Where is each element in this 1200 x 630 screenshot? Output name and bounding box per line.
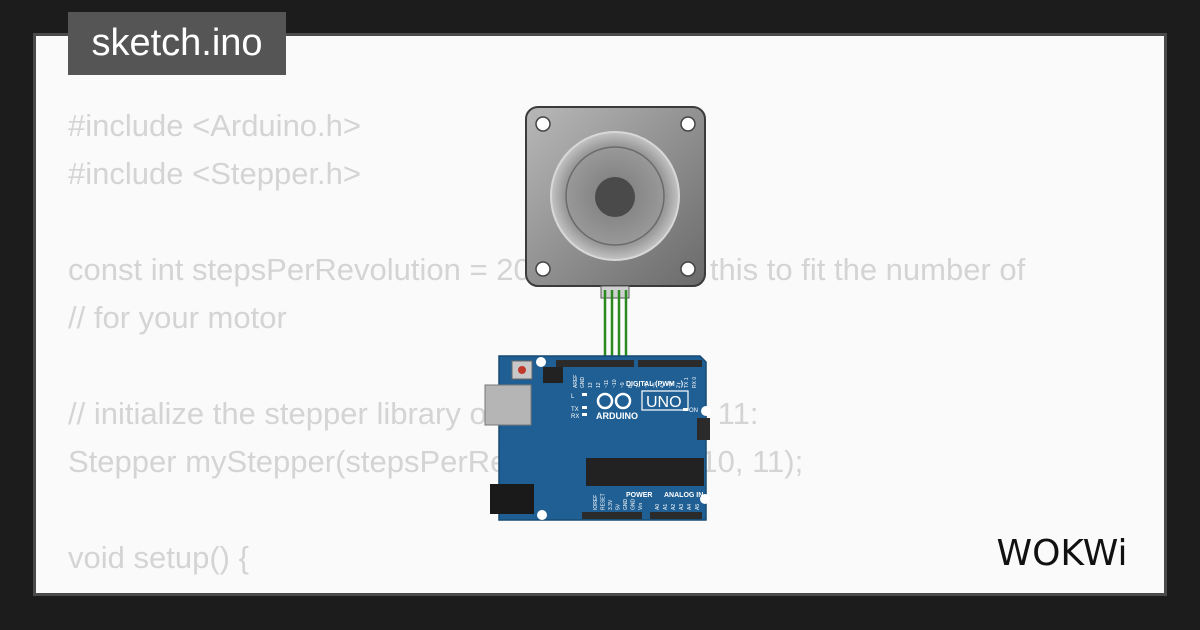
code-line: #include <Stepper.h> (68, 156, 362, 191)
file-tab[interactable]: sketch.ino (68, 12, 286, 75)
icsp-header (543, 367, 563, 383)
digital-header-right (638, 360, 702, 367)
pin-label: A0 (655, 504, 661, 510)
pin-label: IOREF (593, 495, 599, 510)
pin-label: 12 (596, 382, 602, 388)
pin-label: 3.3V (608, 499, 614, 510)
analog-header (650, 512, 702, 519)
rx-led (582, 413, 587, 416)
pin-label: GND (631, 499, 637, 511)
screw-icon (680, 116, 696, 132)
pin-label: ~10 (612, 379, 618, 388)
pin-label: A2 (671, 504, 677, 510)
screw-icon (680, 261, 696, 277)
tx-label: TX (571, 407, 579, 413)
pin-label: RX 0 (692, 377, 698, 388)
gnd-label: GND (580, 377, 586, 389)
screw-icon (535, 116, 551, 132)
microcontroller-chip (586, 458, 704, 486)
infinity-icon (596, 392, 632, 410)
pin-label: ~11 (604, 380, 610, 388)
pin-label: TX 1 (684, 377, 690, 388)
mount-hole (701, 406, 711, 416)
code-line: #include <Arduino.h> (68, 108, 362, 143)
digital-header-left (556, 360, 634, 367)
brand-label: ARDUINO (596, 411, 638, 421)
pin-label: A4 (687, 504, 693, 510)
analog-header-label: ANALOG IN (664, 492, 703, 499)
model-label: UNO (646, 394, 682, 411)
pin-label: A1 (663, 504, 669, 510)
wires (603, 290, 628, 365)
pin-label: A5 (695, 504, 701, 510)
code-line: // for your motor (68, 300, 287, 335)
code-line: const int stepsPerRevolution = 200; // c… (68, 252, 1026, 287)
power-header (582, 512, 642, 519)
mount-hole (536, 357, 546, 367)
motor-shaft (595, 177, 635, 217)
tx-led (582, 406, 587, 409)
wokwi-logo: WOKWi (996, 533, 1127, 574)
logo-text: WOKWi (996, 533, 1127, 574)
pin-label: 4 (660, 385, 666, 388)
pin-label: RESET (601, 493, 607, 510)
pin-label: ~3 (668, 382, 674, 388)
pin-label: ~9 (620, 382, 626, 388)
arduino-uno-board[interactable]: UNO ARDUINO DIGITAL (PWM ~) POWER ANALOG… (484, 355, 711, 521)
rx-label: RX (571, 414, 579, 420)
reset-button-cap (518, 366, 526, 374)
l-led (582, 393, 587, 396)
on-led (683, 408, 688, 411)
pin-label: ~5 (652, 382, 658, 388)
power-jack (490, 484, 534, 514)
pin-label: Vin (638, 503, 644, 510)
model-label-box (641, 390, 689, 411)
pin-label: GND (623, 499, 629, 511)
screw-icon (535, 261, 551, 277)
mount-hole (700, 494, 710, 504)
l-label: L (571, 394, 575, 400)
pin-label: 7 (636, 385, 642, 388)
code-line: void setup() { (68, 540, 249, 575)
code-view: #include <Arduino.h> #include <Stepper.h>… (68, 102, 1026, 593)
pin-label: 5V (616, 503, 622, 510)
mount-hole (537, 510, 547, 520)
on-led-label: ON (689, 408, 698, 414)
digital-header-label: DIGITAL (PWM ~) (626, 381, 683, 388)
code-line: // set the speed at 60 rpm: (68, 582, 1025, 593)
stepper-motor[interactable] (525, 106, 706, 299)
pin-label: 8 (628, 385, 634, 388)
pin-label: 13 (588, 382, 594, 388)
pin-label: A3 (679, 504, 685, 510)
pin-label: ~6 (644, 382, 650, 388)
usb-port (484, 384, 532, 426)
aref-label: AREF (573, 375, 579, 388)
pin-label: 2 (676, 385, 682, 388)
motor-connector (600, 285, 630, 299)
motor-inner-ring (565, 146, 665, 246)
power-header-label: POWER (626, 492, 652, 499)
icsp-header-right (697, 418, 710, 440)
